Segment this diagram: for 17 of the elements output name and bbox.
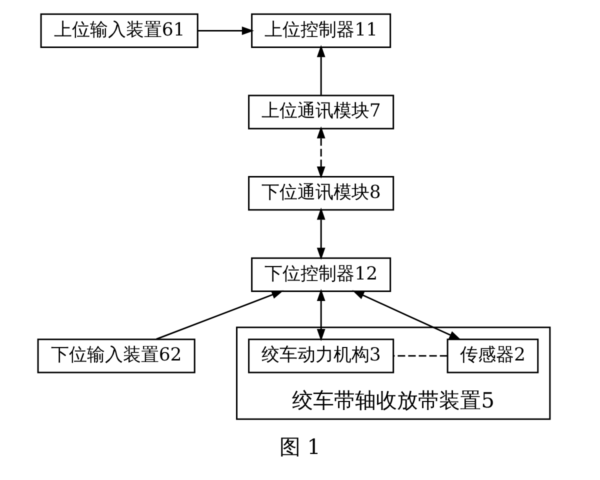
arrow bbox=[198, 26, 254, 35]
connector bbox=[393, 355, 448, 357]
node-box: 上位通讯模块7 bbox=[248, 94, 394, 130]
arrow bbox=[156, 290, 284, 340]
arrow bbox=[352, 290, 462, 340]
arrow bbox=[316, 288, 326, 342]
node-box: 上位控制器11 bbox=[251, 13, 392, 48]
arrow bbox=[316, 126, 326, 179]
node-box: 下位输入装置62 bbox=[37, 338, 196, 374]
node-box: 绞车动力机构3 bbox=[248, 338, 394, 374]
node-box: 传感器2 bbox=[446, 338, 539, 374]
caption: 图 1 bbox=[279, 434, 321, 460]
arrow bbox=[316, 45, 326, 95]
node-box: 上位输入装置61 bbox=[40, 13, 198, 48]
node-box: 下位通讯模块8 bbox=[248, 176, 394, 211]
arrow bbox=[316, 208, 326, 260]
node-box: 下位控制器12 bbox=[251, 257, 392, 292]
